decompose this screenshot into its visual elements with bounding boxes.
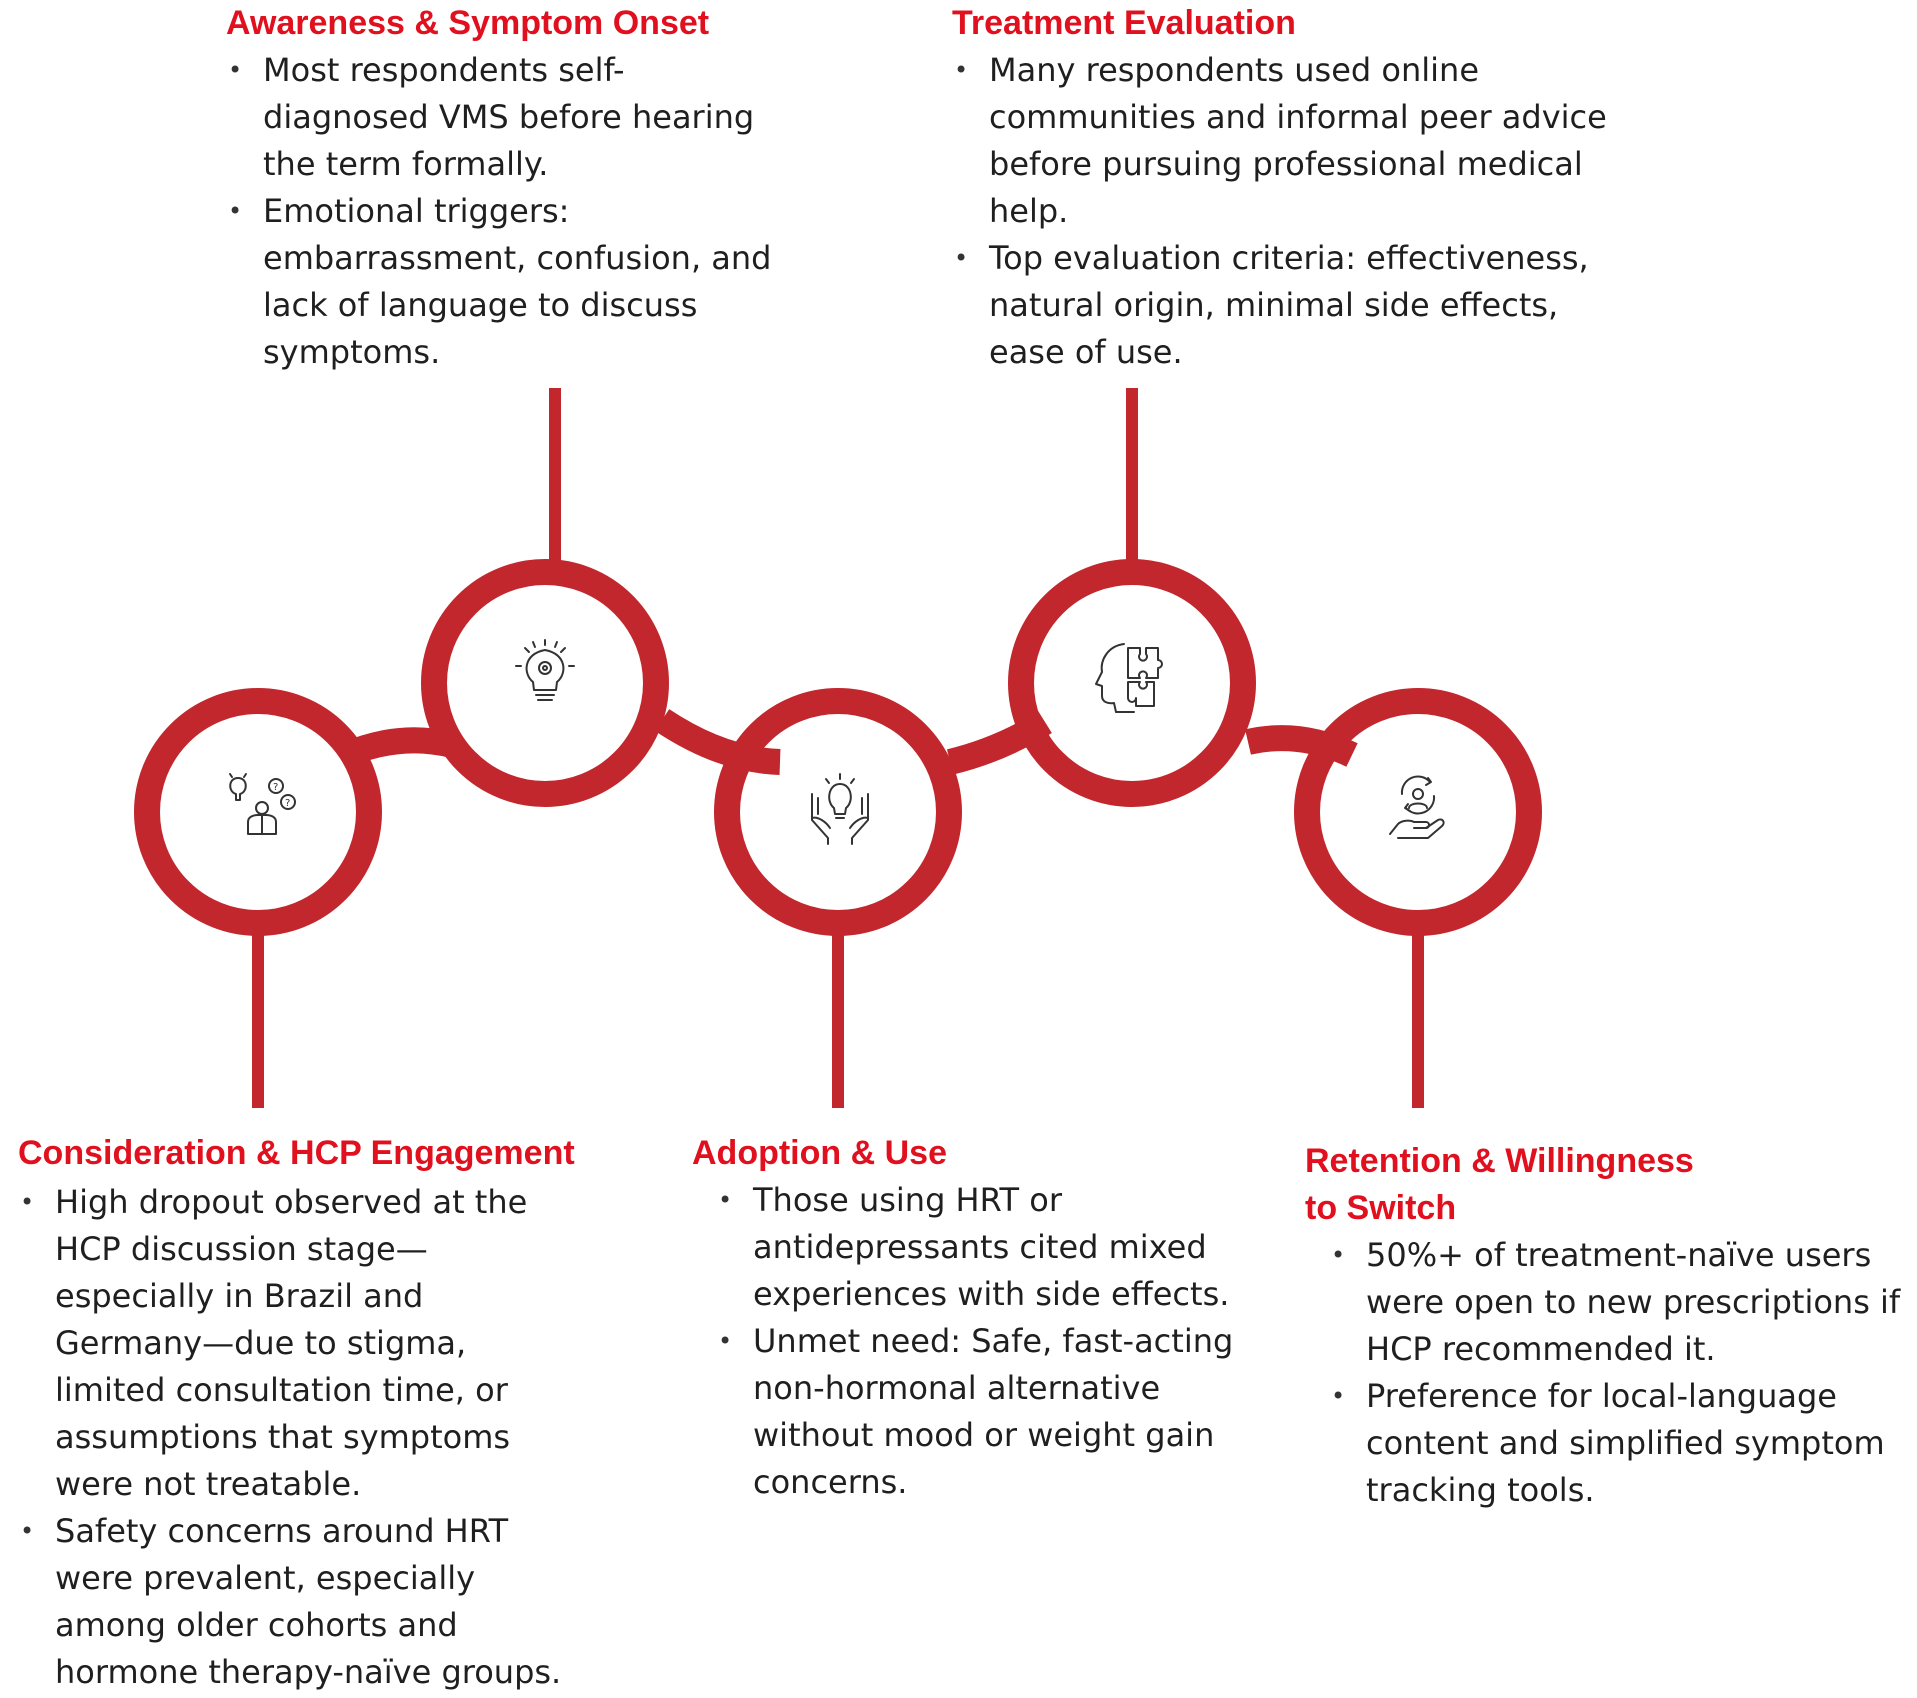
stage-title: Awareness & Symptom Onset bbox=[226, 4, 710, 42]
stage-retention-switch: Retention & Willingness to Switch 50%+ o… bbox=[1305, 1138, 1905, 1514]
bullet-item: Many respondents used online communities… bbox=[952, 47, 1619, 235]
hands-lightbulb-icon bbox=[811, 773, 869, 845]
bullet-item: Those using HRT or antidepressants cited… bbox=[716, 1177, 1253, 1318]
svg-text:?: ? bbox=[273, 782, 278, 793]
stage-treatment-evaluation: Treatment Evaluation Many respondents us… bbox=[952, 0, 1632, 376]
stage-awareness: Awareness & Symptom Onset Most responden… bbox=[226, 0, 826, 376]
stage-consideration-hcp: Consideration & HCP Engagement High drop… bbox=[18, 1130, 618, 1696]
bullet-list: 50%+ of treatment-naïve users were open … bbox=[1329, 1232, 1905, 1514]
stage-title: Consideration & HCP Engagement bbox=[18, 1134, 575, 1172]
bullet-list: Many respondents used online communities… bbox=[952, 47, 1632, 376]
bullet-item: Unmet need: Safe, fast-acting non-hormon… bbox=[716, 1318, 1253, 1506]
connector-2 bbox=[654, 709, 781, 775]
person-questions-icon: ? ? bbox=[229, 773, 296, 835]
bullet-list: Most respondents self-diagnosed VMS befo… bbox=[226, 47, 826, 376]
bullet-list: Those using HRT or antidepressants cited… bbox=[716, 1177, 1292, 1506]
bullet-item: 50%+ of treatment-naïve users were open … bbox=[1329, 1232, 1917, 1373]
ring-adoption bbox=[714, 688, 962, 936]
stage-adoption-use: Adoption & Use Those using HRT or antide… bbox=[692, 1130, 1292, 1506]
bullet-item: Preference for local-language content an… bbox=[1329, 1373, 1886, 1514]
bullet-list: High dropout observed at the HCP discuss… bbox=[18, 1179, 618, 1696]
bullet-item: Safety concerns around HRT were prevalen… bbox=[18, 1508, 595, 1696]
ring-consideration bbox=[134, 688, 382, 936]
lightbulb-gear-icon bbox=[515, 639, 575, 701]
bullet-item: High dropout observed at the HCP discuss… bbox=[18, 1179, 560, 1508]
stage-title: Adoption & Use bbox=[692, 1134, 947, 1172]
bullet-item: Most respondents self-diagnosed VMS befo… bbox=[226, 47, 783, 188]
ring-evaluation bbox=[1008, 559, 1256, 807]
stage-title: Treatment Evaluation bbox=[952, 4, 1296, 42]
ring-retention bbox=[1294, 688, 1542, 936]
bullet-item: Top evaluation criteria: effectiveness, … bbox=[952, 235, 1599, 376]
svg-text:?: ? bbox=[285, 798, 290, 809]
bullet-item: Emotional triggers: embarrassment, confu… bbox=[226, 188, 803, 376]
head-puzzle-icon bbox=[1095, 643, 1163, 713]
hand-person-cycle-icon bbox=[1389, 775, 1445, 839]
ring-awareness bbox=[421, 559, 669, 807]
stage-title: Retention & Willingness to Switch bbox=[1305, 1142, 1694, 1227]
